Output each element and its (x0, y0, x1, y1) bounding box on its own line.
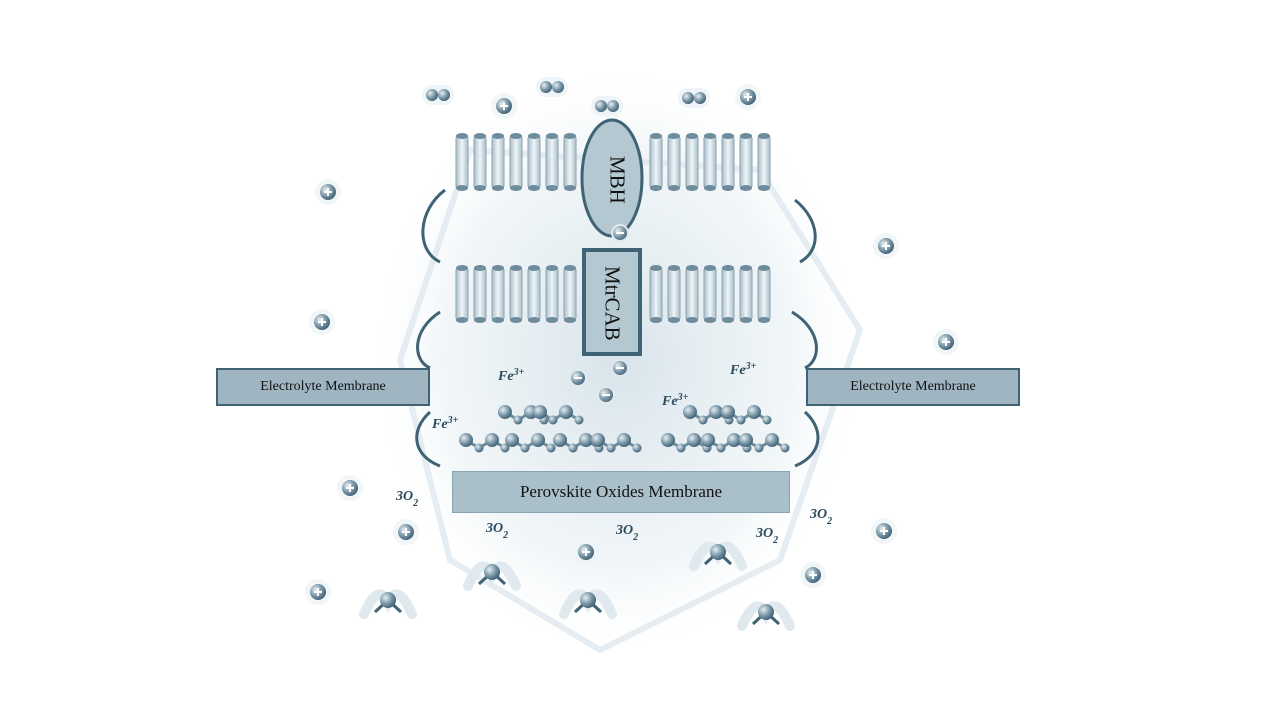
proton-icon (573, 539, 599, 565)
oxygen-label: 3O2 (395, 489, 418, 509)
lipid-unit (667, 265, 681, 323)
lipid-unit (509, 265, 523, 323)
lipid-unit (721, 133, 735, 191)
oxide-chain-icon (553, 433, 604, 453)
hydrogen-molecule-icon (422, 85, 454, 105)
oxide-chain-icon (459, 433, 510, 453)
lipid-unit (563, 265, 577, 323)
electrolyte-membrane-right-label: Electrolyte Membrane (850, 379, 976, 394)
electron-group (569, 224, 629, 404)
mbh-text: MBH (605, 156, 630, 204)
lipid-unit (545, 133, 559, 191)
mtrcab-label: MtrCAB (584, 252, 640, 354)
hydrogen-molecule-group (422, 77, 710, 116)
lipid-unit (757, 133, 771, 191)
lipid-unit (685, 133, 699, 191)
lipid-unit (757, 265, 771, 323)
lipid-unit (649, 133, 663, 191)
lipid-unit (667, 133, 681, 191)
lipid-unit (455, 265, 469, 323)
proton-icon (873, 233, 899, 259)
proton-icon (871, 518, 897, 544)
inner-lipid-bilayer (455, 265, 771, 323)
lipid-unit (491, 133, 505, 191)
water-molecule-icon (737, 601, 795, 631)
proton-icon (735, 84, 761, 110)
lipid-unit (739, 133, 753, 191)
oxide-chain-icon (591, 433, 642, 453)
membrane-side-curves (415, 188, 820, 468)
mtrcab-text: MtrCAB (600, 265, 625, 341)
lipid-unit (685, 265, 699, 323)
hydrogen-molecule-icon (591, 96, 623, 116)
perovskite-oxides-membrane: Perovskite Oxides Membrane (452, 471, 790, 513)
lipid-unit (721, 265, 735, 323)
water-molecule-icon (559, 589, 617, 619)
water-molecule-icon (359, 589, 417, 619)
proton-icon (393, 519, 419, 545)
lipid-unit (527, 133, 541, 191)
proton-icon (491, 93, 517, 119)
oxygen-label: 3O2 (485, 521, 508, 541)
proton-icon (309, 309, 335, 335)
proton-icon (337, 475, 363, 501)
proton-icon (315, 179, 341, 205)
electron-icon (569, 369, 587, 387)
hydrogen-molecule-icon (678, 88, 710, 108)
electron-icon (611, 359, 629, 377)
oxide-chain-icon (533, 405, 584, 425)
lipid-unit (509, 133, 523, 191)
oxygen-label: 3O2 (615, 523, 638, 543)
lipid-unit (527, 265, 541, 323)
electrolyte-membrane-left-label: Electrolyte Membrane (260, 379, 386, 394)
hydrogen-molecule-icon (536, 77, 568, 97)
lipid-unit (473, 133, 487, 191)
oxide-chain-icon (505, 433, 556, 453)
electron-icon (611, 224, 629, 242)
lipid-unit (739, 265, 753, 323)
water-molecule-icon (689, 541, 747, 571)
mtrcab-protein (582, 248, 642, 356)
lipid-unit (703, 133, 717, 191)
lipid-unit (491, 265, 505, 323)
oxide-chain-icon (739, 433, 790, 453)
electrolyte-membrane-left: Electrolyte Membrane (216, 368, 430, 406)
lipid-unit (473, 265, 487, 323)
electrolyte-membrane-right: Electrolyte Membrane (806, 368, 1020, 406)
water-molecule-icon (463, 561, 521, 591)
electron-icon (597, 386, 615, 404)
outer-lipid-bilayer (455, 133, 771, 191)
oxide-chain-group (459, 405, 790, 453)
proton-icon (800, 562, 826, 588)
perovskite-oxides-membrane-label: Perovskite Oxides Membrane (519, 482, 723, 501)
oxide-chain-icon (721, 405, 772, 425)
oxygen-label: 3O2 (809, 507, 832, 527)
mbh-label: MBH (588, 140, 646, 220)
lipid-unit (703, 265, 717, 323)
proton-icon (933, 329, 959, 355)
proton-group (305, 84, 959, 605)
lipid-unit (563, 133, 577, 191)
lipid-unit (455, 133, 469, 191)
lipid-unit (545, 265, 559, 323)
water-molecule-group (359, 541, 795, 631)
proton-icon (305, 579, 331, 605)
lipid-unit (649, 265, 663, 323)
oxygen-label: 3O2 (755, 526, 778, 546)
